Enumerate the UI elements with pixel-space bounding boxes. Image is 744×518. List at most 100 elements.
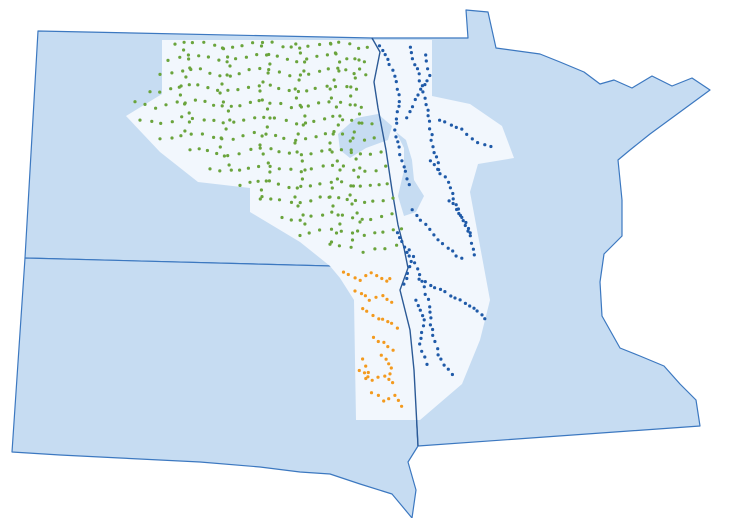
map-dot — [289, 106, 293, 110]
map-dot — [451, 249, 455, 253]
map-dot — [301, 123, 305, 127]
map-dot — [266, 71, 270, 75]
map-dot — [306, 44, 310, 48]
map-dot — [349, 94, 353, 98]
map-dot — [303, 121, 308, 125]
map-dot — [334, 105, 338, 109]
map-dot — [188, 148, 192, 152]
map-dot — [258, 146, 262, 150]
map-dot — [391, 348, 395, 352]
map-dot — [369, 391, 374, 395]
map-dot — [382, 399, 386, 403]
map-dot — [396, 398, 400, 402]
map-dot — [421, 324, 426, 328]
map-dot — [186, 53, 190, 57]
map-dot — [359, 292, 364, 296]
map-dot — [438, 172, 442, 176]
map-dot — [395, 121, 399, 125]
map-dot — [268, 62, 272, 66]
map-dot — [197, 147, 201, 151]
map-dot — [330, 150, 334, 154]
map-dot — [258, 89, 262, 93]
map-dot — [357, 46, 361, 51]
map-dot — [363, 169, 367, 173]
map-dot — [472, 253, 476, 257]
map-dot — [328, 141, 332, 145]
map-dot — [468, 234, 472, 238]
map-dot — [180, 115, 184, 119]
map-dot — [175, 100, 179, 104]
map-dot — [226, 88, 230, 92]
map-dot — [337, 244, 341, 248]
lake-oahe-water — [396, 132, 424, 216]
map-dot — [405, 116, 409, 120]
map-dot — [303, 114, 307, 118]
map-dot — [212, 118, 216, 122]
map-dot — [417, 79, 421, 83]
map-dot — [409, 51, 413, 55]
map-dot — [143, 102, 147, 106]
map-dot — [336, 66, 340, 70]
map-dot — [303, 60, 307, 64]
map-dot — [231, 137, 235, 141]
green-dot-group — [133, 40, 404, 254]
map-dot — [275, 54, 279, 58]
map-dot — [307, 72, 311, 76]
map-dot — [407, 248, 411, 252]
map-dot — [272, 116, 276, 120]
map-dot — [395, 326, 399, 330]
map-dot — [330, 163, 335, 167]
map-dot — [364, 376, 368, 381]
map-dot — [381, 48, 385, 53]
map-dot — [242, 118, 246, 122]
map-dot — [423, 280, 427, 284]
map-dot — [356, 229, 360, 233]
map-dot — [376, 393, 380, 397]
map-dot — [400, 404, 404, 408]
map-dot — [336, 213, 340, 217]
map-dot — [259, 44, 264, 48]
map-dot — [357, 112, 362, 116]
map-dot — [276, 182, 280, 186]
map-dot — [328, 148, 332, 152]
map-dot — [261, 152, 265, 156]
map-dot — [219, 136, 223, 140]
map-dot — [170, 136, 174, 140]
map-dot — [299, 153, 303, 157]
map-dot — [269, 147, 273, 151]
map-dot — [329, 227, 334, 231]
map-dot — [178, 55, 182, 59]
map-dot — [348, 103, 352, 107]
map-dot — [428, 305, 432, 309]
map-dot — [372, 136, 376, 140]
map-dot — [480, 313, 484, 317]
map-dot — [421, 90, 425, 94]
map-dot — [179, 84, 183, 88]
map-dot — [417, 72, 421, 76]
map-dot — [402, 165, 406, 169]
map-dot — [483, 143, 487, 147]
map-dot — [387, 397, 391, 401]
map-dot — [428, 127, 432, 131]
map-dot — [349, 150, 353, 155]
map-dot — [357, 58, 361, 62]
map-dot — [470, 137, 474, 141]
map-dot — [285, 57, 289, 61]
map-dot — [413, 261, 417, 265]
map-dot — [385, 297, 389, 301]
map-dot — [361, 307, 365, 311]
map-dot — [442, 363, 446, 367]
map-dot — [451, 191, 455, 196]
map-dot — [383, 374, 387, 378]
map-dot — [213, 43, 217, 47]
map-dot — [312, 119, 316, 123]
map-dot — [289, 200, 294, 204]
map-dot — [364, 274, 368, 278]
map-dot — [265, 53, 269, 57]
map-dot — [215, 151, 219, 156]
map-dot — [258, 143, 262, 147]
map-dot — [333, 51, 337, 55]
map-dot — [451, 201, 455, 206]
map-dot — [408, 45, 412, 49]
map-dot — [380, 276, 384, 281]
